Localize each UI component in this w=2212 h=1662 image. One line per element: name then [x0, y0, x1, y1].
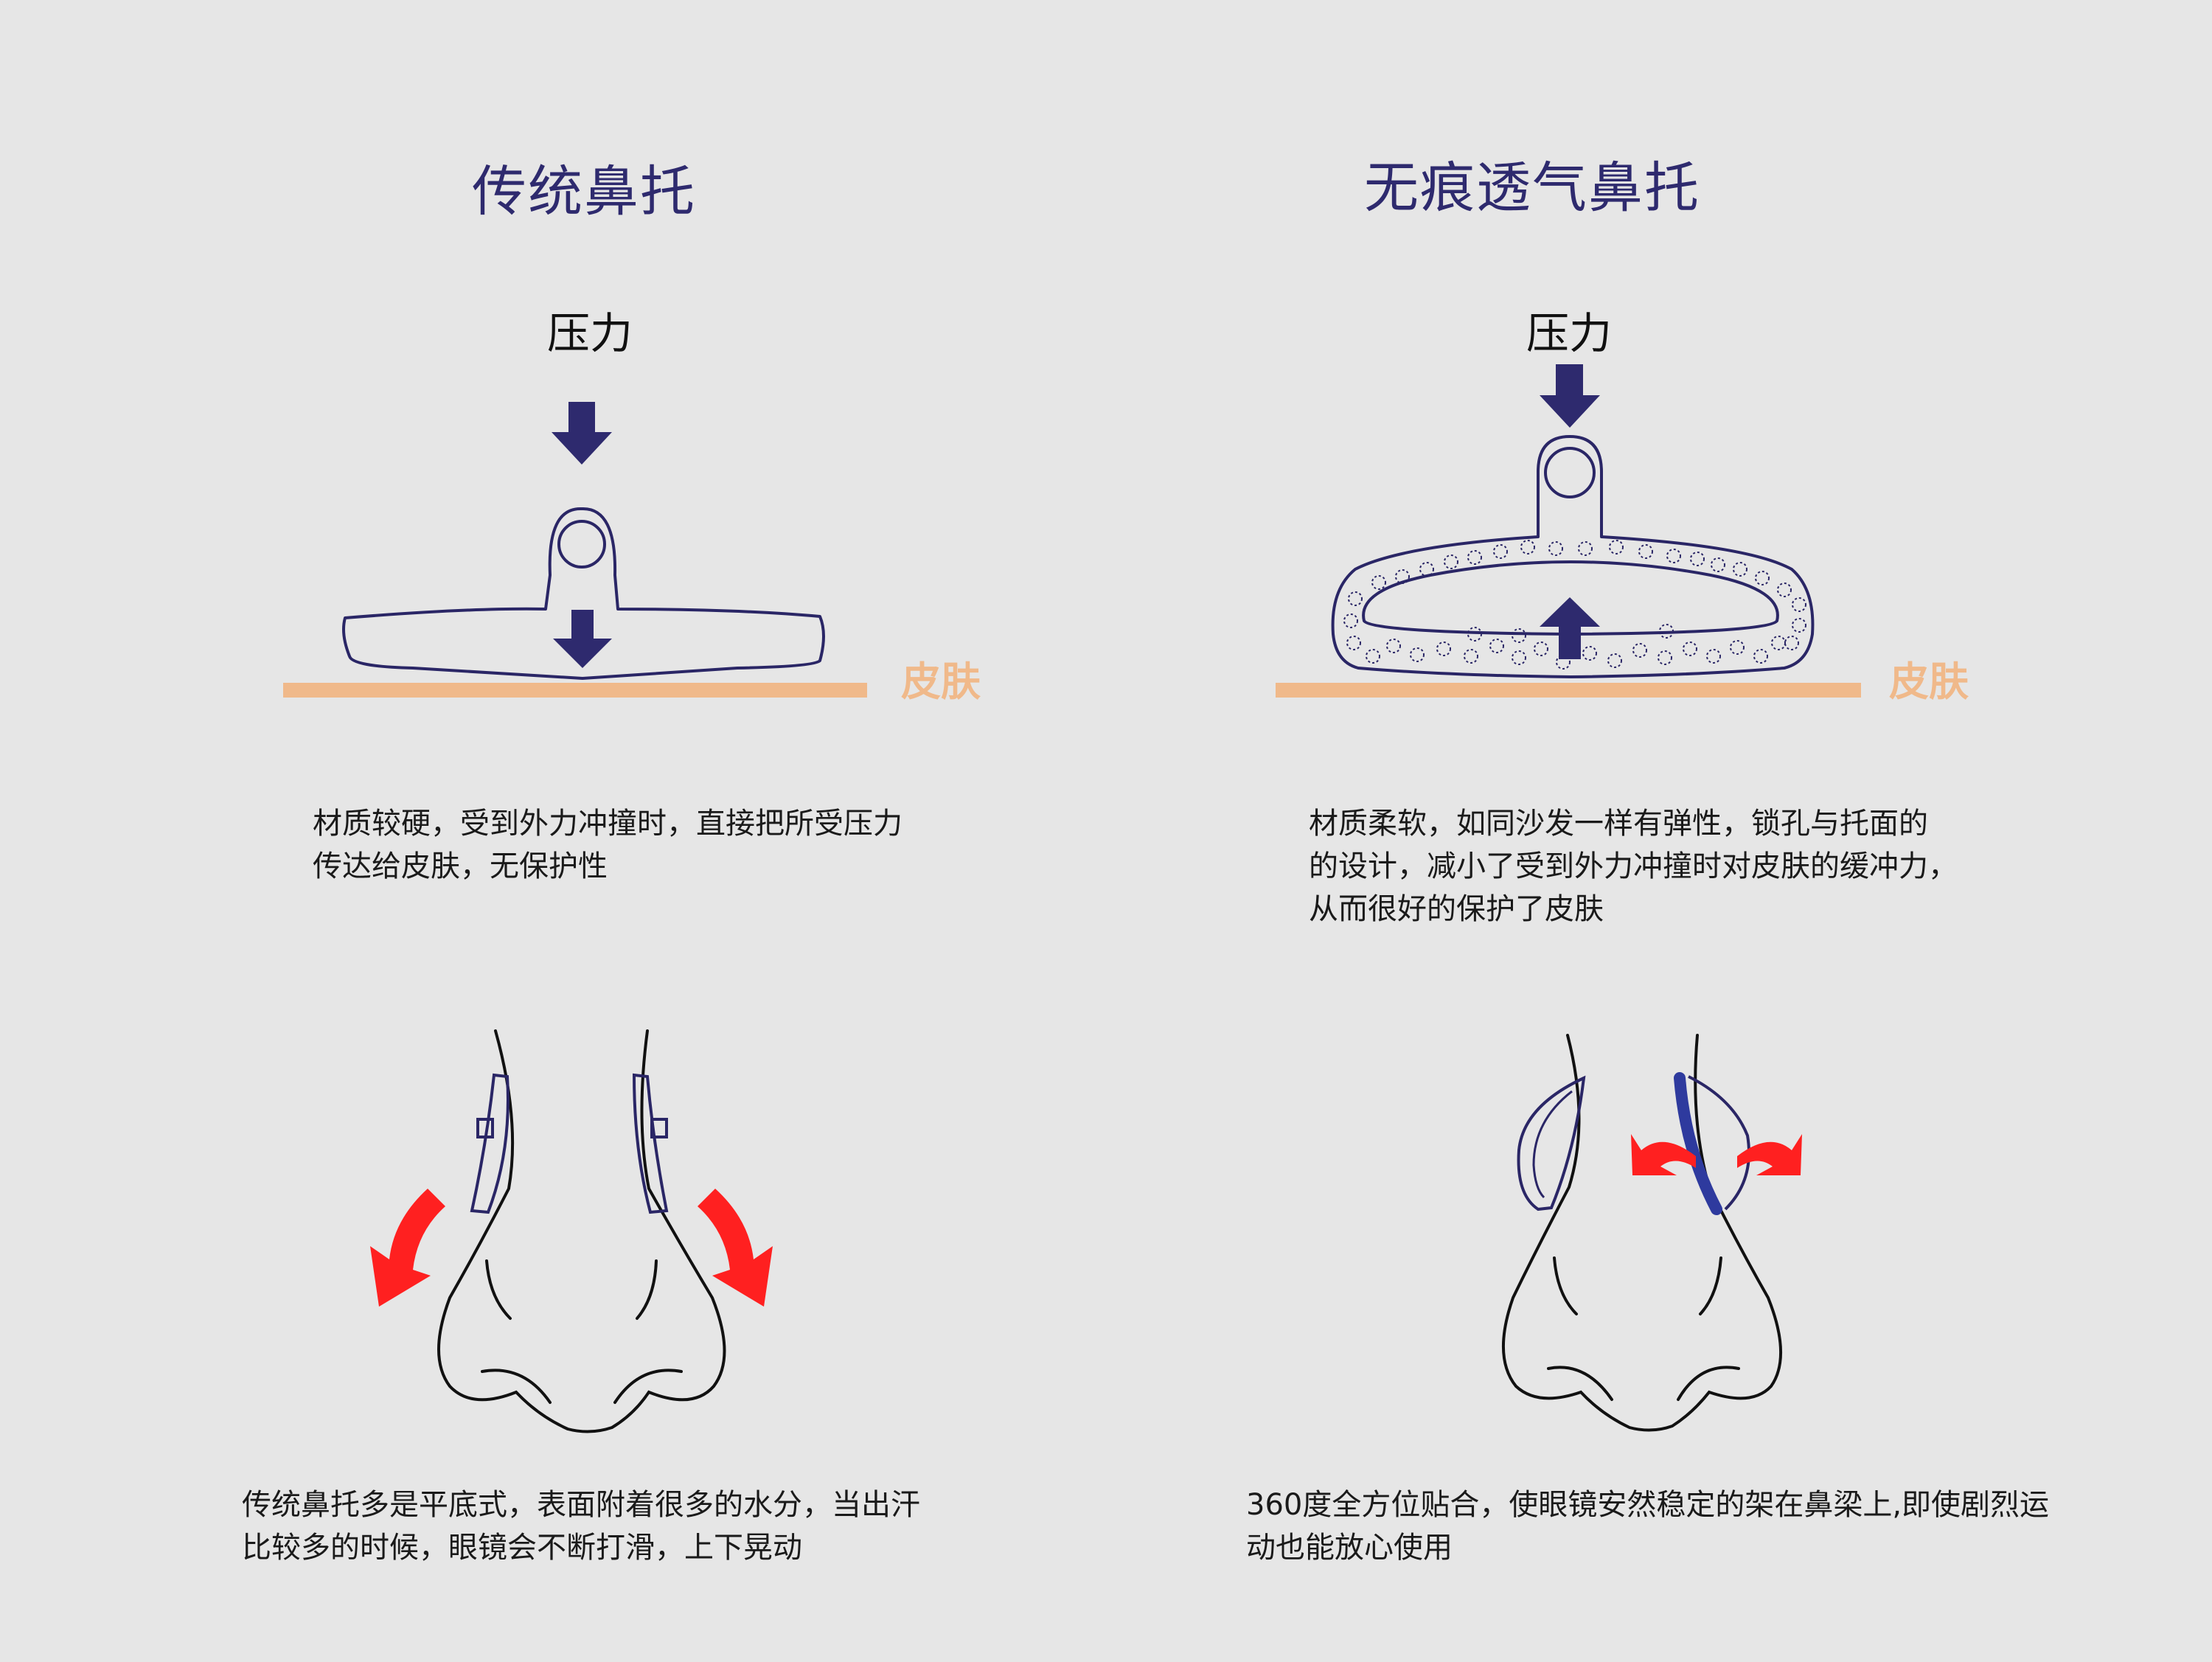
right-nose-desc: 360度全方位贴合，使眼镜安然稳定的架在鼻梁上,即使剧烈运 动也能放心使用	[1246, 1484, 2049, 1569]
left-inner-arrow-icon	[553, 610, 612, 668]
left-desc-line-1: 材质较硬，受到外力冲撞时，直接把所受压力	[313, 807, 902, 841]
right-pad-air-holes	[1343, 540, 1806, 670]
left-slip-arrow-right-icon	[698, 1189, 773, 1307]
left-skin-bar	[283, 683, 867, 698]
left-desc: 材质较硬，受到外力冲撞时，直接把所受压力 传达给皮肤，无保护性	[313, 802, 902, 888]
right-grip-arrow-right-icon	[1737, 1134, 1802, 1175]
right-skin-label: 皮肤	[1889, 658, 1969, 705]
left-nose-diagram	[437, 1029, 726, 1433]
right-title: 无痕透气鼻托	[1364, 156, 1700, 220]
right-pressure-label: 压力	[1526, 308, 1613, 358]
left-slip-arrow-left-icon	[370, 1189, 445, 1307]
right-grip-arrow-left-icon	[1631, 1134, 1696, 1175]
right-soft-pad	[1331, 435, 1815, 678]
right-pad-hole	[1544, 447, 1596, 498]
left-desc-line-2: 传达给皮肤，无保护性	[313, 849, 608, 883]
left-skin-label: 皮肤	[901, 658, 981, 705]
right-nose-pads	[1517, 1072, 1750, 1215]
left-pressure-arrow-icon	[552, 402, 612, 465]
right-nose-desc-line-2: 动也能放心使用	[1246, 1531, 1453, 1565]
right-desc-line-1: 材质柔软，如同沙发一样有弹性，锁孔与托面的	[1309, 807, 1928, 841]
right-desc-line-2: 的设计，减小了受到外力冲撞时对皮肤的缓冲力，	[1309, 849, 1958, 883]
left-pressure-label: 压力	[547, 308, 633, 358]
right-inner-up-arrow-icon	[1540, 597, 1600, 659]
right-nose-desc-line-1: 360度全方位贴合，使眼镜安然稳定的架在鼻梁上,即使剧烈运	[1246, 1488, 2050, 1522]
left-hard-pad	[342, 507, 825, 680]
right-nose-diagram	[1502, 1034, 1782, 1432]
right-skin-bar	[1276, 683, 1861, 698]
left-pad-hole	[557, 520, 606, 569]
left-title: 传统鼻托	[472, 160, 696, 223]
left-nose-desc-line-2: 比较多的时候，眼镜会不断打滑，上下晃动	[242, 1531, 802, 1565]
left-pad-diagram	[283, 402, 867, 698]
right-pad-diagram	[1276, 364, 1861, 698]
left-nose-pads	[470, 1073, 669, 1214]
right-desc: 材质柔软，如同沙发一样有弹性，锁孔与托面的 的设计，减小了受到外力冲撞时对皮肤的…	[1309, 802, 1958, 931]
right-desc-line-3: 从而很好的保护了皮肤	[1309, 892, 1604, 926]
right-pressure-arrow-icon	[1540, 364, 1600, 428]
left-nose-desc-line-1: 传统鼻托多是平底式，表面附着很多的水分，当出汗	[242, 1488, 920, 1522]
left-nose-desc: 传统鼻托多是平底式，表面附着很多的水分，当出汗 比较多的时候，眼镜会不断打滑，上…	[242, 1484, 920, 1569]
